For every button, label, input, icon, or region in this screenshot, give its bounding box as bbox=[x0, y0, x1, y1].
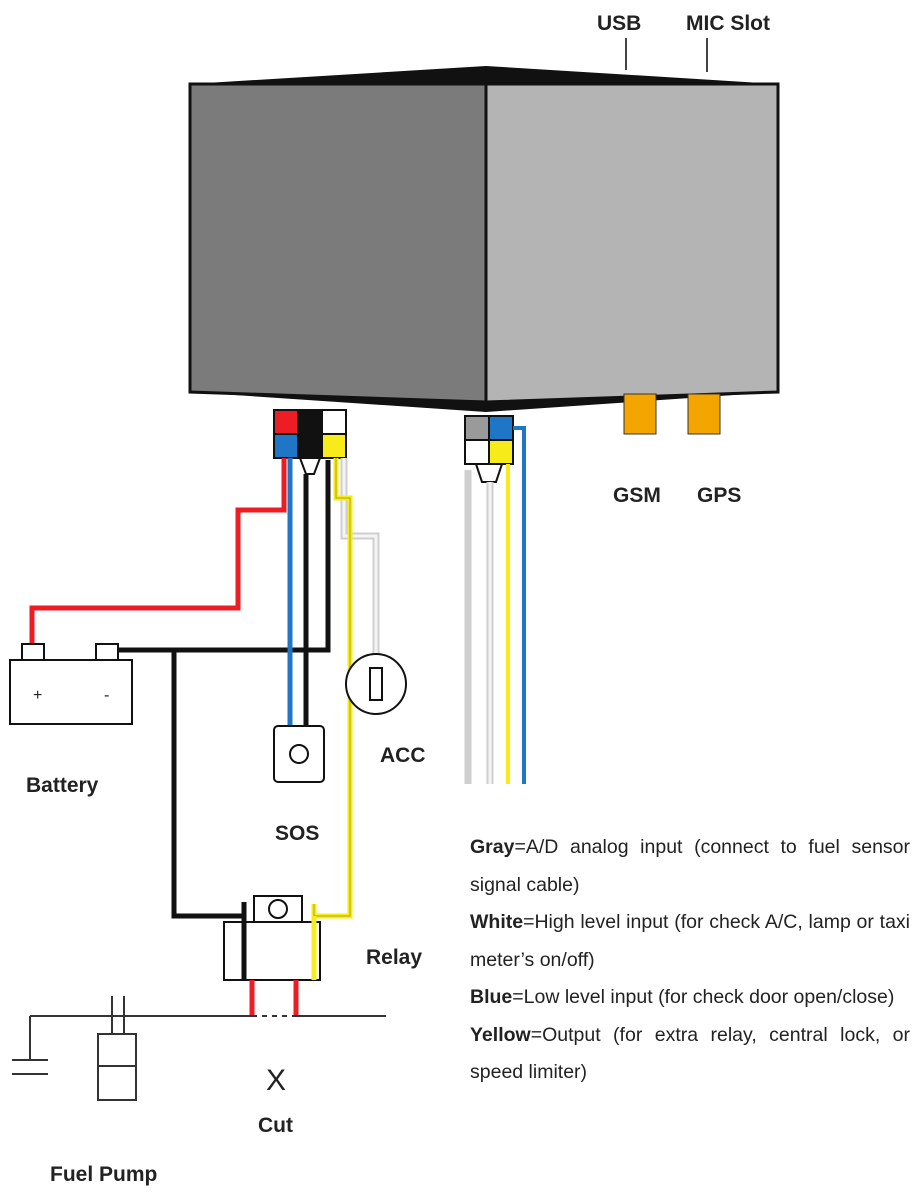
io-wires bbox=[464, 426, 526, 784]
black-ground-wires bbox=[110, 460, 331, 919]
legend-text-blue: =Low level input (for check door open/cl… bbox=[512, 986, 895, 1008]
mic-slot-label: MIC Slot bbox=[686, 12, 770, 35]
relay-label: Relay bbox=[366, 946, 422, 969]
legend-text-yellow: =Output (for extra relay, central lock, … bbox=[470, 1023, 910, 1084]
wire-color-legend: Gray=A/D analog input (connect to fuel s… bbox=[470, 829, 910, 1092]
gsm-antenna-icon bbox=[623, 393, 657, 435]
legend-color-white: White bbox=[470, 911, 524, 933]
legend-color-blue: Blue bbox=[470, 986, 513, 1008]
legend-item-white: White=High level input (for check A/C, l… bbox=[470, 904, 910, 979]
legend-item-blue: Blue=Low level input (for check door ope… bbox=[470, 979, 910, 1017]
main-connector bbox=[273, 409, 347, 475]
relay-icon bbox=[223, 895, 321, 981]
sos-button-icon bbox=[273, 725, 325, 783]
relay-leads bbox=[241, 916, 317, 1016]
usb-label: USB bbox=[597, 12, 641, 35]
battery-icon bbox=[9, 643, 133, 725]
red-power-wire bbox=[29, 458, 287, 644]
legend-item-yellow: Yellow=Output (for extra relay, central … bbox=[470, 1017, 910, 1092]
device-bottom-edge bbox=[190, 392, 778, 412]
legend-item-gray: Gray=A/D analog input (connect to fuel s… bbox=[470, 829, 910, 904]
legend-color-yellow: Yellow bbox=[470, 1023, 531, 1046]
sos-label: SOS bbox=[275, 822, 319, 845]
io-connector bbox=[464, 415, 514, 483]
yellow-relay-wire bbox=[311, 458, 353, 919]
cut-mark: X bbox=[266, 1064, 286, 1097]
device-right-face bbox=[484, 82, 780, 404]
acc-label: ACC bbox=[380, 744, 426, 767]
acc-key-icon bbox=[345, 653, 407, 715]
yellow-relay-wire-outline bbox=[313, 458, 351, 917]
gsm-label: GSM bbox=[613, 484, 661, 507]
battery-label: Battery bbox=[26, 774, 99, 797]
tracker-device bbox=[188, 38, 780, 412]
fuel-line bbox=[12, 1015, 386, 1075]
gps-antenna-icon bbox=[687, 393, 721, 435]
device-left-face bbox=[188, 82, 488, 404]
legend-text-white: =High level input (for check A/C, lamp o… bbox=[470, 911, 910, 971]
fuel-pump-icon bbox=[97, 996, 137, 1101]
battery-minus: - bbox=[104, 687, 109, 704]
legend-color-gray: Gray bbox=[470, 836, 515, 858]
fuel-pump-label: Fuel Pump bbox=[50, 1163, 157, 1186]
legend-text-gray: =A/D analog input (connect to fuel senso… bbox=[470, 836, 910, 896]
gps-label: GPS bbox=[697, 484, 741, 507]
cut-label: Cut bbox=[258, 1114, 293, 1137]
device-top-edge bbox=[190, 66, 778, 84]
battery-plus: + bbox=[33, 687, 42, 704]
